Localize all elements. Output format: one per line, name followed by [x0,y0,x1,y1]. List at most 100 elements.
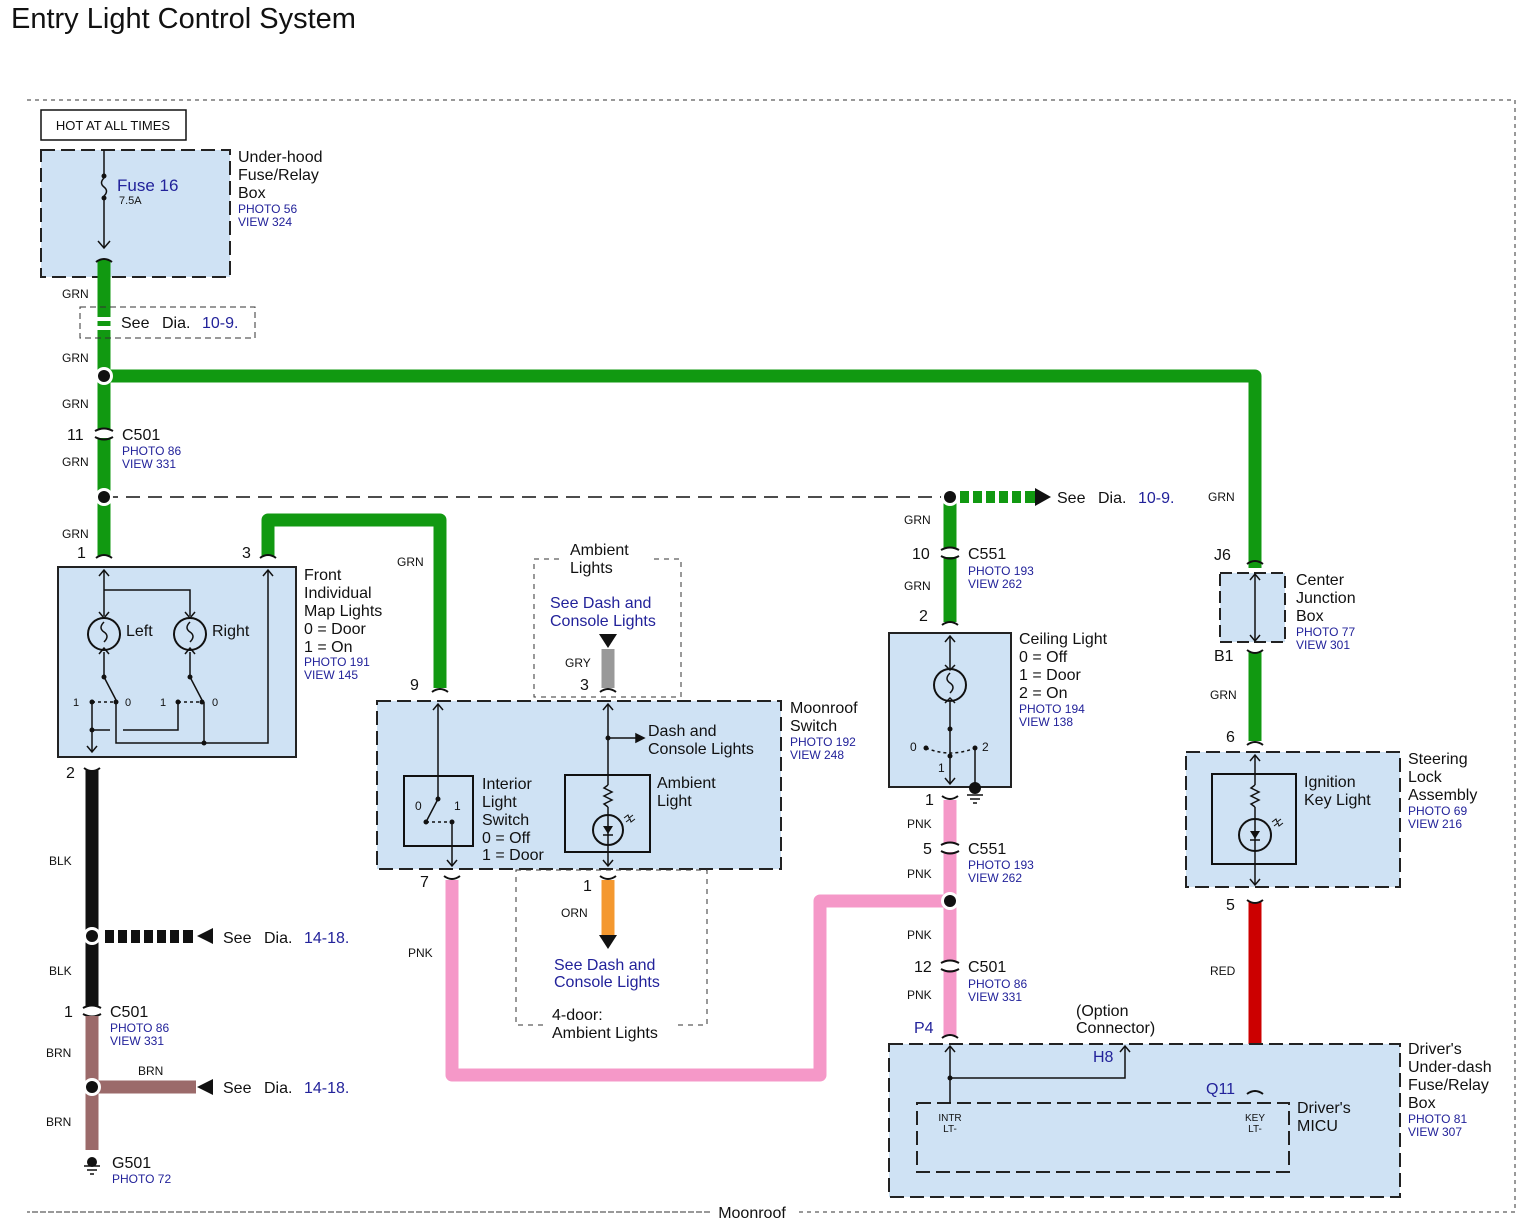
dash-console-label-1: Dash and [648,723,717,740]
moonroof-pin-3: 3 [580,677,589,694]
dia-label: Dia. [162,315,190,332]
map-pin-3: 3 [242,545,251,562]
see-label: See [223,930,252,947]
map-pin-2: 2 [66,765,75,782]
splice-point [98,370,110,382]
underdash-view: VIEW 307 [1408,1125,1462,1139]
c551-mid-pin: 5 [923,841,932,858]
ambient-top-see-2[interactable]: Console Lights [550,613,656,630]
ambient-bottom-see-1[interactable]: See Dash and [554,957,655,974]
c551-mid-name: C551 [968,841,1006,858]
ambient-top-title-2: Lights [570,560,613,577]
ceiling-name-1: Ceiling Light [1019,631,1108,648]
cjb-name-2: Junction [1296,590,1356,607]
dash-console-label-2: Console Lights [648,741,754,758]
ignition-key-name-1: Ignition [1304,774,1356,791]
ref-14-18: 14-18. [304,1080,349,1097]
connector-terminal [1246,741,1264,746]
c501-left-photo: PHOTO 86 [110,1021,169,1035]
map-name-5: 1 = On [304,639,352,656]
c551-mid-photo: PHOTO 193 [968,858,1034,872]
key-lt-label-2: LT- [1248,1124,1262,1135]
ambient-top-title-1: Ambient [570,542,629,559]
map-switch-nodes [89,674,207,746]
moonroof-pin-9: 9 [410,677,419,694]
arrow-right-icon [1035,488,1051,506]
left-light-label: Left [126,623,153,640]
ground-icon [967,794,983,804]
ambient-top-see-1[interactable]: See Dash and [550,595,651,612]
underhood-photo: PHOTO 56 [238,202,297,216]
ground-icon [84,1157,100,1175]
wire-label-grn: GRN [62,527,89,541]
cjb-name-1: Center [1296,572,1345,589]
node [947,726,953,732]
ignition-key-light-box [1211,773,1297,865]
cjb-view: VIEW 301 [1296,638,1350,652]
interior-name-2: Light [482,794,517,811]
c501-left-pin: 1 [64,1004,73,1021]
c501-left-view: VIEW 331 [110,1034,164,1048]
map-view: VIEW 145 [304,668,358,682]
ground-name: G501 [112,1155,151,1172]
micu-name-1: Driver's [1297,1100,1351,1117]
wire-label-grn: GRN [62,287,89,301]
ambient-bottom-see-2[interactable]: Console Lights [554,974,660,991]
wire-label-grn: GRN [904,513,931,527]
wire-label-pnk: PNK [408,946,433,960]
node [947,1075,953,1081]
c501-top-pin: 11 [67,427,84,444]
connector-c551-mid [940,841,960,855]
dia-label: Dia. [264,930,292,947]
c501-top-view: VIEW 331 [122,457,176,471]
label-bg [545,1005,675,1045]
node [435,796,441,802]
splice-point [86,1081,98,1093]
node [972,745,978,751]
map-sw-label: 1 [73,697,79,709]
moonroof-pin-7: 7 [420,874,429,891]
wire-label-pnk: PNK [907,817,932,831]
pnk-wire-loop [445,880,950,1082]
hot-at-all-times-box [40,109,187,141]
option-connector-label-2: Connector) [1076,1020,1155,1037]
micu-box [916,1102,1290,1173]
ignition-key-name-2: Key Light [1304,792,1371,809]
wire-label-brn: BRN [138,1064,163,1078]
wire-label-grn: GRN [62,455,89,469]
steering-name-3: Assembly [1408,787,1477,804]
node [423,819,429,825]
ceiling-name-3: 1 = Door [1019,667,1081,684]
connector-c501-right [940,959,960,973]
wire-break [97,326,111,330]
cjb-pin-b1: B1 [1214,648,1234,665]
page-title: Entry Light Control System [11,3,356,35]
wire-label-orn: ORN [561,906,588,920]
steering-name-2: Lock [1408,769,1443,786]
micu-name-2: MICU [1297,1118,1338,1135]
ceiling-bulb-icon [933,668,967,702]
cjb-photo: PHOTO 77 [1296,625,1355,639]
see-label: See [223,1080,252,1097]
moonroof-pin-1: 1 [583,878,592,895]
steering-pin-5: 5 [1226,897,1235,914]
underdash-name-3: Fuse/Relay [1408,1077,1489,1094]
see-dia-box-top [79,306,256,339]
intr-lt-label-2: LT- [943,1124,957,1135]
c551-mid-view: VIEW 262 [968,871,1022,885]
ceiling-sw-1: 1 [938,761,945,775]
map-name-1: Front [304,567,342,584]
c551-top-view: VIEW 262 [968,577,1022,591]
moonroof-view: VIEW 248 [790,748,844,762]
c501-right-name: C501 [968,959,1006,976]
cjb-pin-j6: J6 [1214,547,1231,564]
pin-h8: H8 [1093,1049,1114,1066]
connector-terminal [83,767,101,772]
moonroof-boundary [27,99,1516,1213]
splice-point [944,895,956,907]
grn-optional-branch [960,491,1035,503]
cjb-internal-wiring [1249,572,1261,643]
wire-label-gry: GRY [565,656,591,670]
connector-terminal [941,1034,959,1039]
